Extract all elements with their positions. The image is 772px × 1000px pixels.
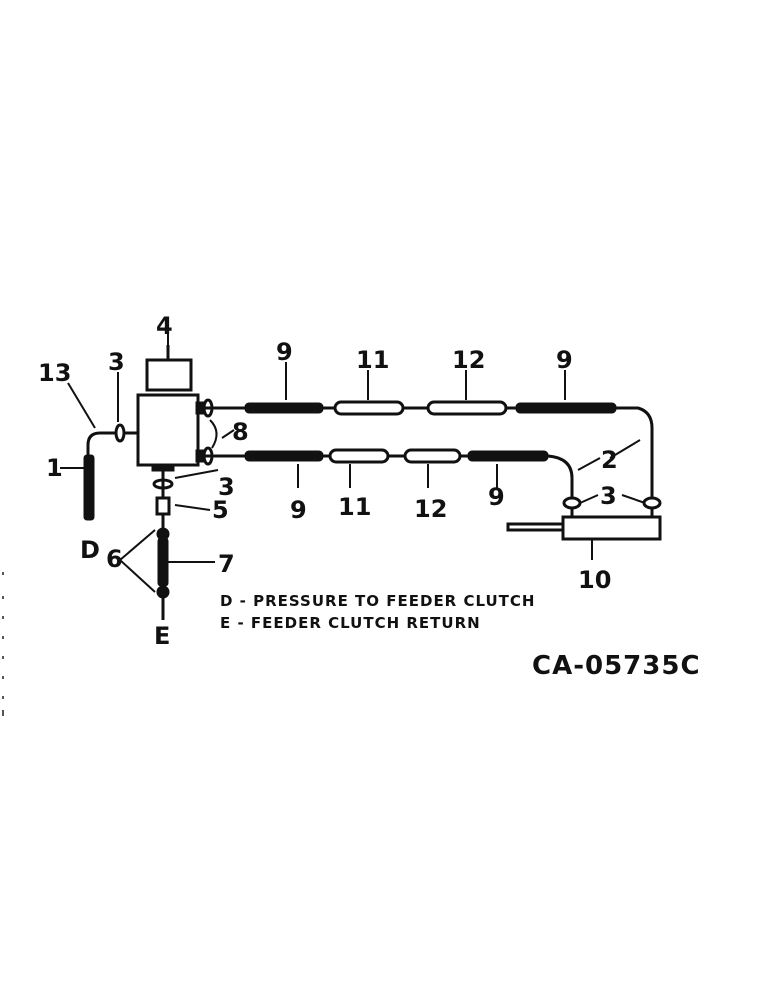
callout-11-lower: 11 — [338, 493, 371, 521]
callout-10: 10 — [578, 566, 611, 594]
legend-d: D - PRESSURE TO FEEDER CLUTCH — [220, 592, 535, 610]
callout-5: 5 — [212, 496, 229, 524]
o-ring-3-left — [114, 423, 126, 443]
callout-3-left: 3 — [108, 348, 125, 376]
o-ring-3-cooler-left — [562, 496, 582, 510]
callout-1: 1 — [46, 454, 63, 482]
callout-D: D — [80, 536, 100, 564]
callout-12-lower: 12 — [414, 495, 447, 523]
tube-11-lower — [328, 448, 390, 464]
tube-12-upper — [426, 400, 508, 416]
callout-8: 8 — [232, 418, 249, 446]
callout-13: 13 — [38, 359, 71, 387]
clamp-6-bottom — [156, 585, 170, 599]
scan-edge-marks — [2, 572, 4, 716]
elbow-fitting-13 — [86, 431, 138, 455]
adapter-5 — [155, 496, 171, 516]
o-ring-3-cooler-right — [642, 496, 662, 510]
callout-9-lower-left: 9 — [290, 496, 307, 524]
callout-9-upper-right: 9 — [556, 346, 573, 374]
callout-4: 4 — [156, 312, 173, 340]
callout-7: 7 — [218, 550, 235, 578]
callout-6: 6 — [106, 545, 123, 573]
oil-cooler — [561, 515, 662, 541]
hose-9-upper-right — [515, 402, 617, 414]
callout-3-cooler: 3 — [600, 482, 617, 510]
valve-body — [136, 393, 200, 467]
legend-e: E - FEEDER CLUTCH RETURN — [220, 614, 481, 632]
tube-11-upper — [333, 400, 405, 416]
callout-11-upper: 11 — [356, 346, 389, 374]
callout-3-bottom: 3 — [218, 473, 235, 501]
valve-solenoid-box — [145, 358, 193, 392]
callout-9-lower-right: 9 — [488, 483, 505, 511]
tube-12-lower — [403, 448, 462, 464]
hose-1 — [83, 454, 95, 521]
hose-9-lower-right — [467, 450, 549, 462]
hose-7 — [157, 537, 169, 587]
callout-2: 2 — [601, 446, 618, 474]
callout-9-upper-left: 9 — [276, 338, 293, 366]
figure-id: CA-05735C — [532, 651, 701, 681]
hose-9-lower-left — [244, 450, 324, 462]
hose-9-upper-left — [244, 402, 324, 414]
callout-12-upper: 12 — [452, 346, 485, 374]
callout-E: E — [154, 622, 170, 650]
